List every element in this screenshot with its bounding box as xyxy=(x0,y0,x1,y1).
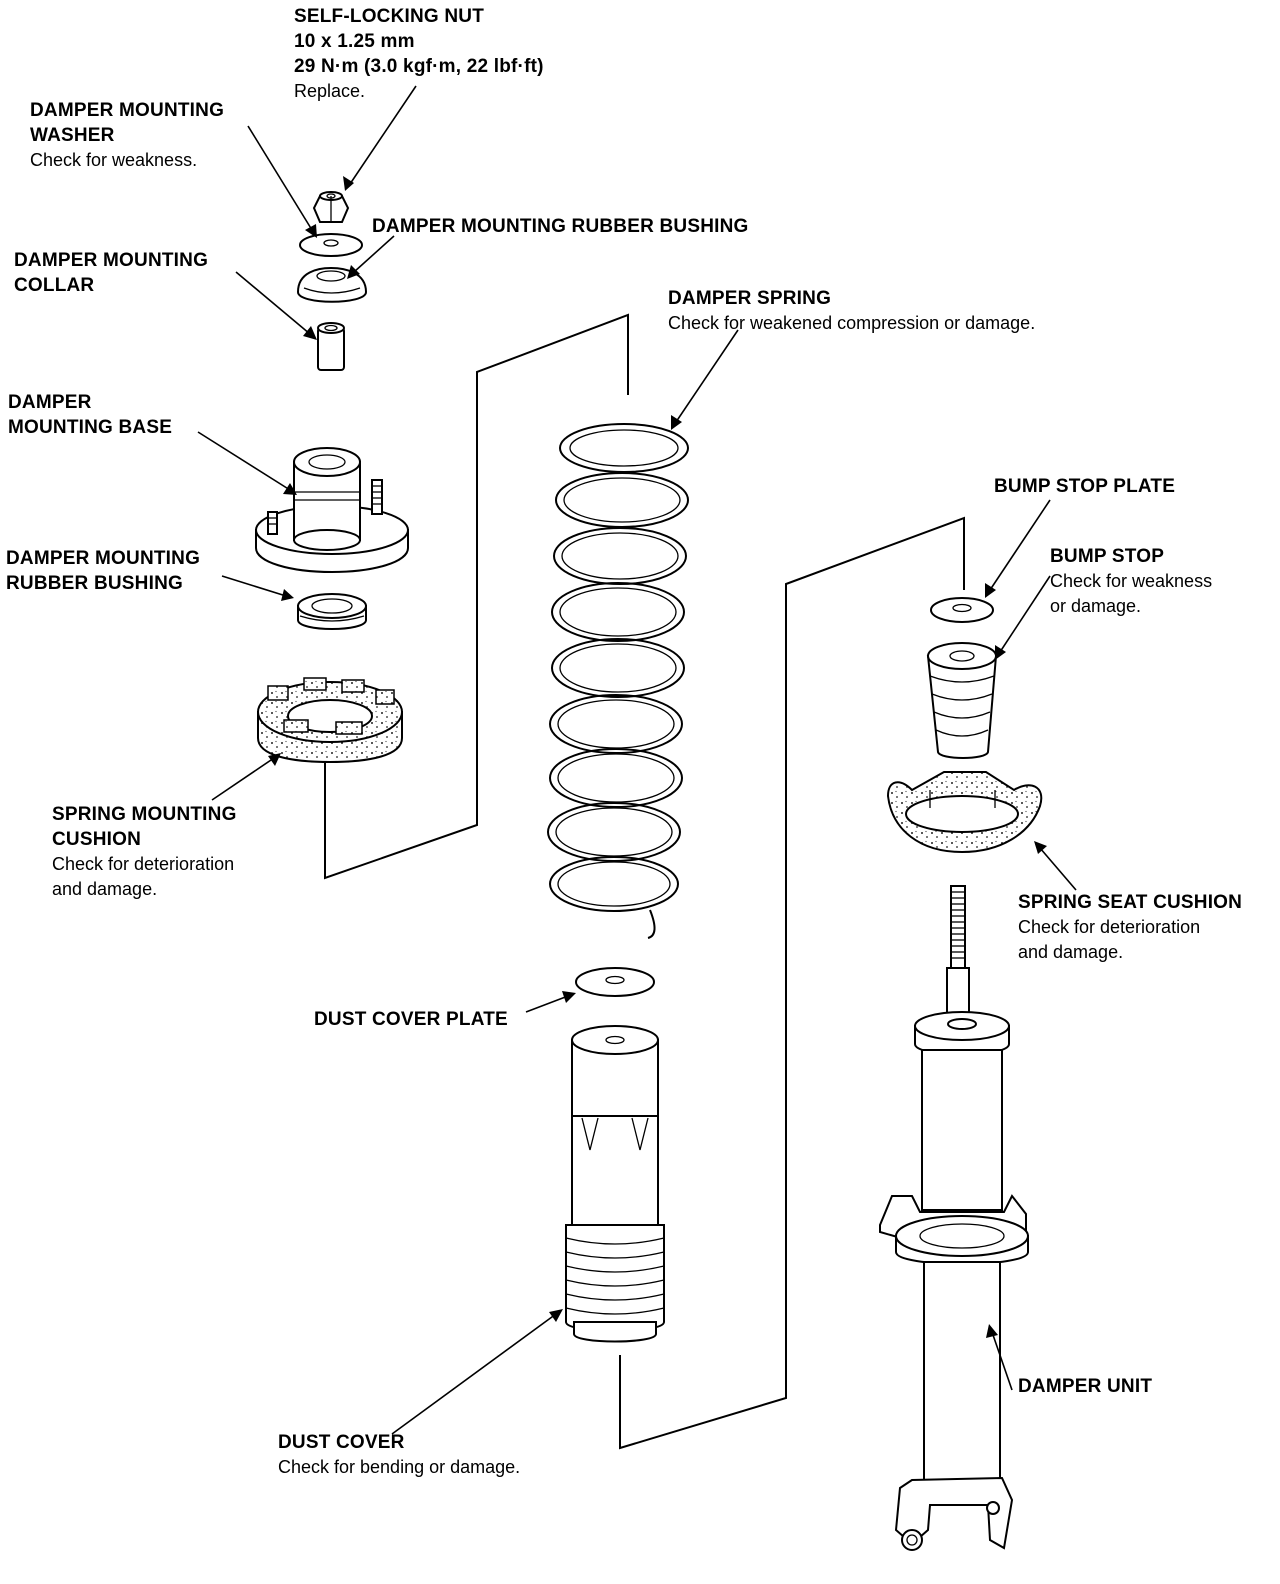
damper-mounting-base-part xyxy=(255,447,409,574)
bump-stop-label: BUMP STOP Check for weakness or damage. xyxy=(1050,544,1212,619)
dust-cover-plate-title: DUST COVER PLATE xyxy=(314,1009,508,1030)
bump-stop-title: BUMP STOP xyxy=(1050,546,1165,567)
self-locking-nut-size: 10 x 1.25 mm xyxy=(294,31,415,52)
self-locking-nut-torque: 29 N·m (3.0 kgf·m, 22 lbf·ft) xyxy=(294,56,544,77)
bump-stop-note-1: Check for weakness xyxy=(1050,571,1213,591)
damper-spring-part xyxy=(547,423,689,939)
spring-mounting-cushion-part xyxy=(257,677,403,764)
spring-mounting-cushion-note-1: Check for deterioration xyxy=(52,854,235,874)
damper-mounting-washer-part xyxy=(299,233,363,257)
dust-cover-plate-part xyxy=(575,967,655,997)
spring-seat-cushion-title: SPRING SEAT CUSHION xyxy=(1018,892,1243,913)
spring-mounting-cushion-label: SPRING MOUNTING CUSHION Check for deteri… xyxy=(52,802,237,902)
damper-mounting-base-title-2: MOUNTING BASE xyxy=(8,417,173,438)
dust-cover-title: DUST COVER xyxy=(278,1432,405,1453)
spring-seat-cushion-label: SPRING SEAT CUSHION Check for deteriorat… xyxy=(1018,890,1242,965)
leader-arrows xyxy=(197,85,1077,1435)
self-locking-nut-note: Replace. xyxy=(294,81,366,101)
damper-mounting-collar-label: DAMPER MOUNTING COLLAR xyxy=(14,248,208,298)
spring-seat-cushion-note-2: and damage. xyxy=(1018,942,1124,962)
damper-spring-title: DAMPER SPRING xyxy=(668,288,832,309)
self-locking-nut-part xyxy=(312,191,350,223)
damper-mounting-washer-label: DAMPER MOUNTING WASHER Check for weaknes… xyxy=(30,98,224,173)
dust-cover-note: Check for bending or damage. xyxy=(278,1457,521,1477)
lower-rubber-bushing-label: DAMPER MOUNTING RUBBER BUSHING xyxy=(6,546,200,596)
damper-mounting-washer-title-2: WASHER xyxy=(30,125,115,146)
dust-cover-part xyxy=(565,1025,665,1343)
damper-mounting-base-label: DAMPER MOUNTING BASE xyxy=(8,390,172,440)
bump-stop-plate-title: BUMP STOP PLATE xyxy=(994,476,1176,497)
damper-mounting-washer-title-1: DAMPER MOUNTING xyxy=(30,100,225,121)
bump-stop-part xyxy=(926,642,998,759)
spring-seat-cushion-note-1: Check for deterioration xyxy=(1018,917,1201,937)
lower-rubber-bushing-title-2: RUBBER BUSHING xyxy=(6,573,183,594)
damper-unit-title: DAMPER UNIT xyxy=(1018,1376,1153,1397)
dust-cover-plate-label: DUST COVER PLATE xyxy=(314,1007,508,1032)
spring-mounting-cushion-note-2: and damage. xyxy=(52,879,158,899)
spring-mounting-cushion-title-2: CUSHION xyxy=(52,829,142,850)
bump-stop-plate-part xyxy=(930,597,994,623)
bump-stop-plate-label: BUMP STOP PLATE xyxy=(994,474,1175,499)
upper-rubber-bushing-title: DAMPER MOUNTING RUBBER BUSHING xyxy=(372,216,749,237)
damper-mounting-collar-title-1: DAMPER MOUNTING xyxy=(14,250,209,271)
bump-stop-note-2: or damage. xyxy=(1050,596,1142,616)
damper-unit-part xyxy=(879,885,1029,1551)
lower-rubber-bushing-title-1: DAMPER MOUNTING xyxy=(6,548,201,569)
upper-rubber-bushing-label: DAMPER MOUNTING RUBBER BUSHING xyxy=(372,214,749,239)
assembly-lines xyxy=(324,313,965,1450)
damper-spring-note: Check for weakened compression or damage… xyxy=(668,313,1036,333)
self-locking-nut-label: SELF-LOCKING NUT 10 x 1.25 mm 29 N·m (3.… xyxy=(294,4,544,104)
damper-unit-label: DAMPER UNIT xyxy=(1018,1374,1152,1399)
damper-mounting-collar-title-2: COLLAR xyxy=(14,275,95,296)
spring-seat-cushion-part xyxy=(886,771,1043,854)
dust-cover-label: DUST COVER Check for bending or damage. xyxy=(278,1430,520,1480)
damper-mounting-washer-note: Check for weakness. xyxy=(30,150,198,170)
self-locking-nut-title: SELF-LOCKING NUT xyxy=(294,6,485,27)
spring-mounting-cushion-title-1: SPRING MOUNTING xyxy=(52,804,237,825)
damper-mounting-base-title-1: DAMPER xyxy=(8,392,92,413)
damper-mounting-collar-part xyxy=(317,322,345,371)
lower-rubber-bushing-part xyxy=(297,593,367,630)
damper-spring-label: DAMPER SPRING Check for weakened compres… xyxy=(668,286,1035,336)
